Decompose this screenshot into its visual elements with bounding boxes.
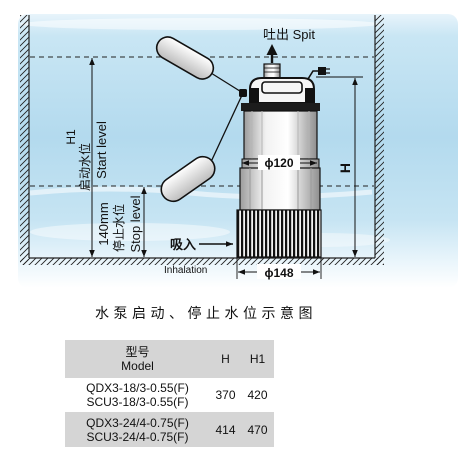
- water-background: [18, 14, 458, 288]
- h-value: 370: [215, 388, 236, 402]
- float-switches: [155, 36, 244, 203]
- model-cell: QDX3-24/4-0.75(F) SCU3-24/4-0.75(F): [65, 412, 210, 447]
- base-diameter-label: ϕ148: [264, 266, 293, 280]
- body-diameter-label: ϕ120: [264, 156, 293, 170]
- highlight-top: [20, 18, 380, 30]
- upper-float: [155, 36, 215, 80]
- outlet-label: 吐出 Spit: [263, 27, 315, 42]
- h1-label: H1: [64, 129, 78, 145]
- start-level-cn: 启动水位: [77, 143, 92, 191]
- model-name: QDX3-24/4-0.75(F): [86, 415, 189, 430]
- start-level-en: Start level: [94, 121, 109, 179]
- table-row: QDX3-18/3-0.55(F) SCU3-18/3-0.55(F) 370 …: [65, 378, 274, 412]
- upper-float-cable: [210, 72, 244, 94]
- right-wall: [375, 15, 384, 265]
- h-label: H: [337, 163, 353, 173]
- table-row: QDX3-24/4-0.75(F) SCU3-24/4-0.75(F) 414 …: [65, 412, 274, 447]
- pump-lower-body: [239, 167, 321, 211]
- lower-float: [160, 155, 216, 203]
- intake-screen: [236, 209, 322, 258]
- pump-head-side-left: [250, 88, 259, 103]
- diagram-caption: 水泵启动、停止水位示意图: [95, 305, 317, 321]
- outlet-pipe: [263, 63, 281, 80]
- cable-plug: [318, 67, 326, 75]
- cable-wire: [307, 70, 319, 80]
- body-diameter-label-bg: [258, 155, 300, 170]
- highlight-bottom-left: [30, 223, 230, 241]
- base-diameter-label-bg: [257, 264, 301, 279]
- header-h: H: [221, 352, 230, 366]
- intake-label-cn: 吸入: [170, 237, 196, 252]
- header-model-cn: 型号: [125, 345, 150, 359]
- intake-label-en: Inhalation: [164, 265, 207, 276]
- motor-housing-lines: [251, 111, 310, 159]
- tank-walls: [20, 15, 384, 265]
- pump-handle: [261, 81, 303, 94]
- table-header-row: 型号 Model H H1: [65, 340, 274, 378]
- header-model-en: Model: [121, 359, 154, 373]
- stop-level-en: Stop level: [128, 195, 143, 252]
- spit-arrow: [266, 44, 278, 63]
- pump-head: [249, 77, 315, 104]
- power-cable: [307, 67, 330, 80]
- h1-value: 470: [247, 422, 268, 437]
- left-wall: [20, 15, 29, 265]
- stop-level-cn: 停止水位: [111, 204, 126, 252]
- lower-float-cable: [209, 92, 244, 165]
- pump-flange: [241, 103, 320, 111]
- h-value: 414: [215, 422, 236, 437]
- header-h1: H1: [249, 352, 266, 366]
- tank-floor: [20, 258, 384, 265]
- model-name: SCU3-18/3-0.55(F): [86, 395, 189, 409]
- pump-head-side-right: [305, 88, 314, 103]
- model-cell: QDX3-18/3-0.55(F) SCU3-18/3-0.55(F): [65, 378, 210, 412]
- model-spec-table: 型号 Model H H1 QDX3-18/3-0.55(F) SCU3-18/…: [65, 340, 274, 447]
- cable-clamp: [239, 89, 247, 97]
- motor-housing: [243, 110, 318, 160]
- model-name: QDX3-18/3-0.55(F): [86, 381, 189, 395]
- h1-value: 420: [247, 388, 268, 402]
- model-name: SCU3-24/4-0.75(F): [86, 429, 189, 444]
- lower-body-lines: [249, 168, 312, 210]
- header-model: 型号 Model: [65, 340, 210, 378]
- stop-distance-label: 140mm: [96, 202, 111, 245]
- pump-water-level-diagram: ϕ120 ϕ148 吐出 Spit H1 启动水位 Start level 14…: [18, 14, 458, 288]
